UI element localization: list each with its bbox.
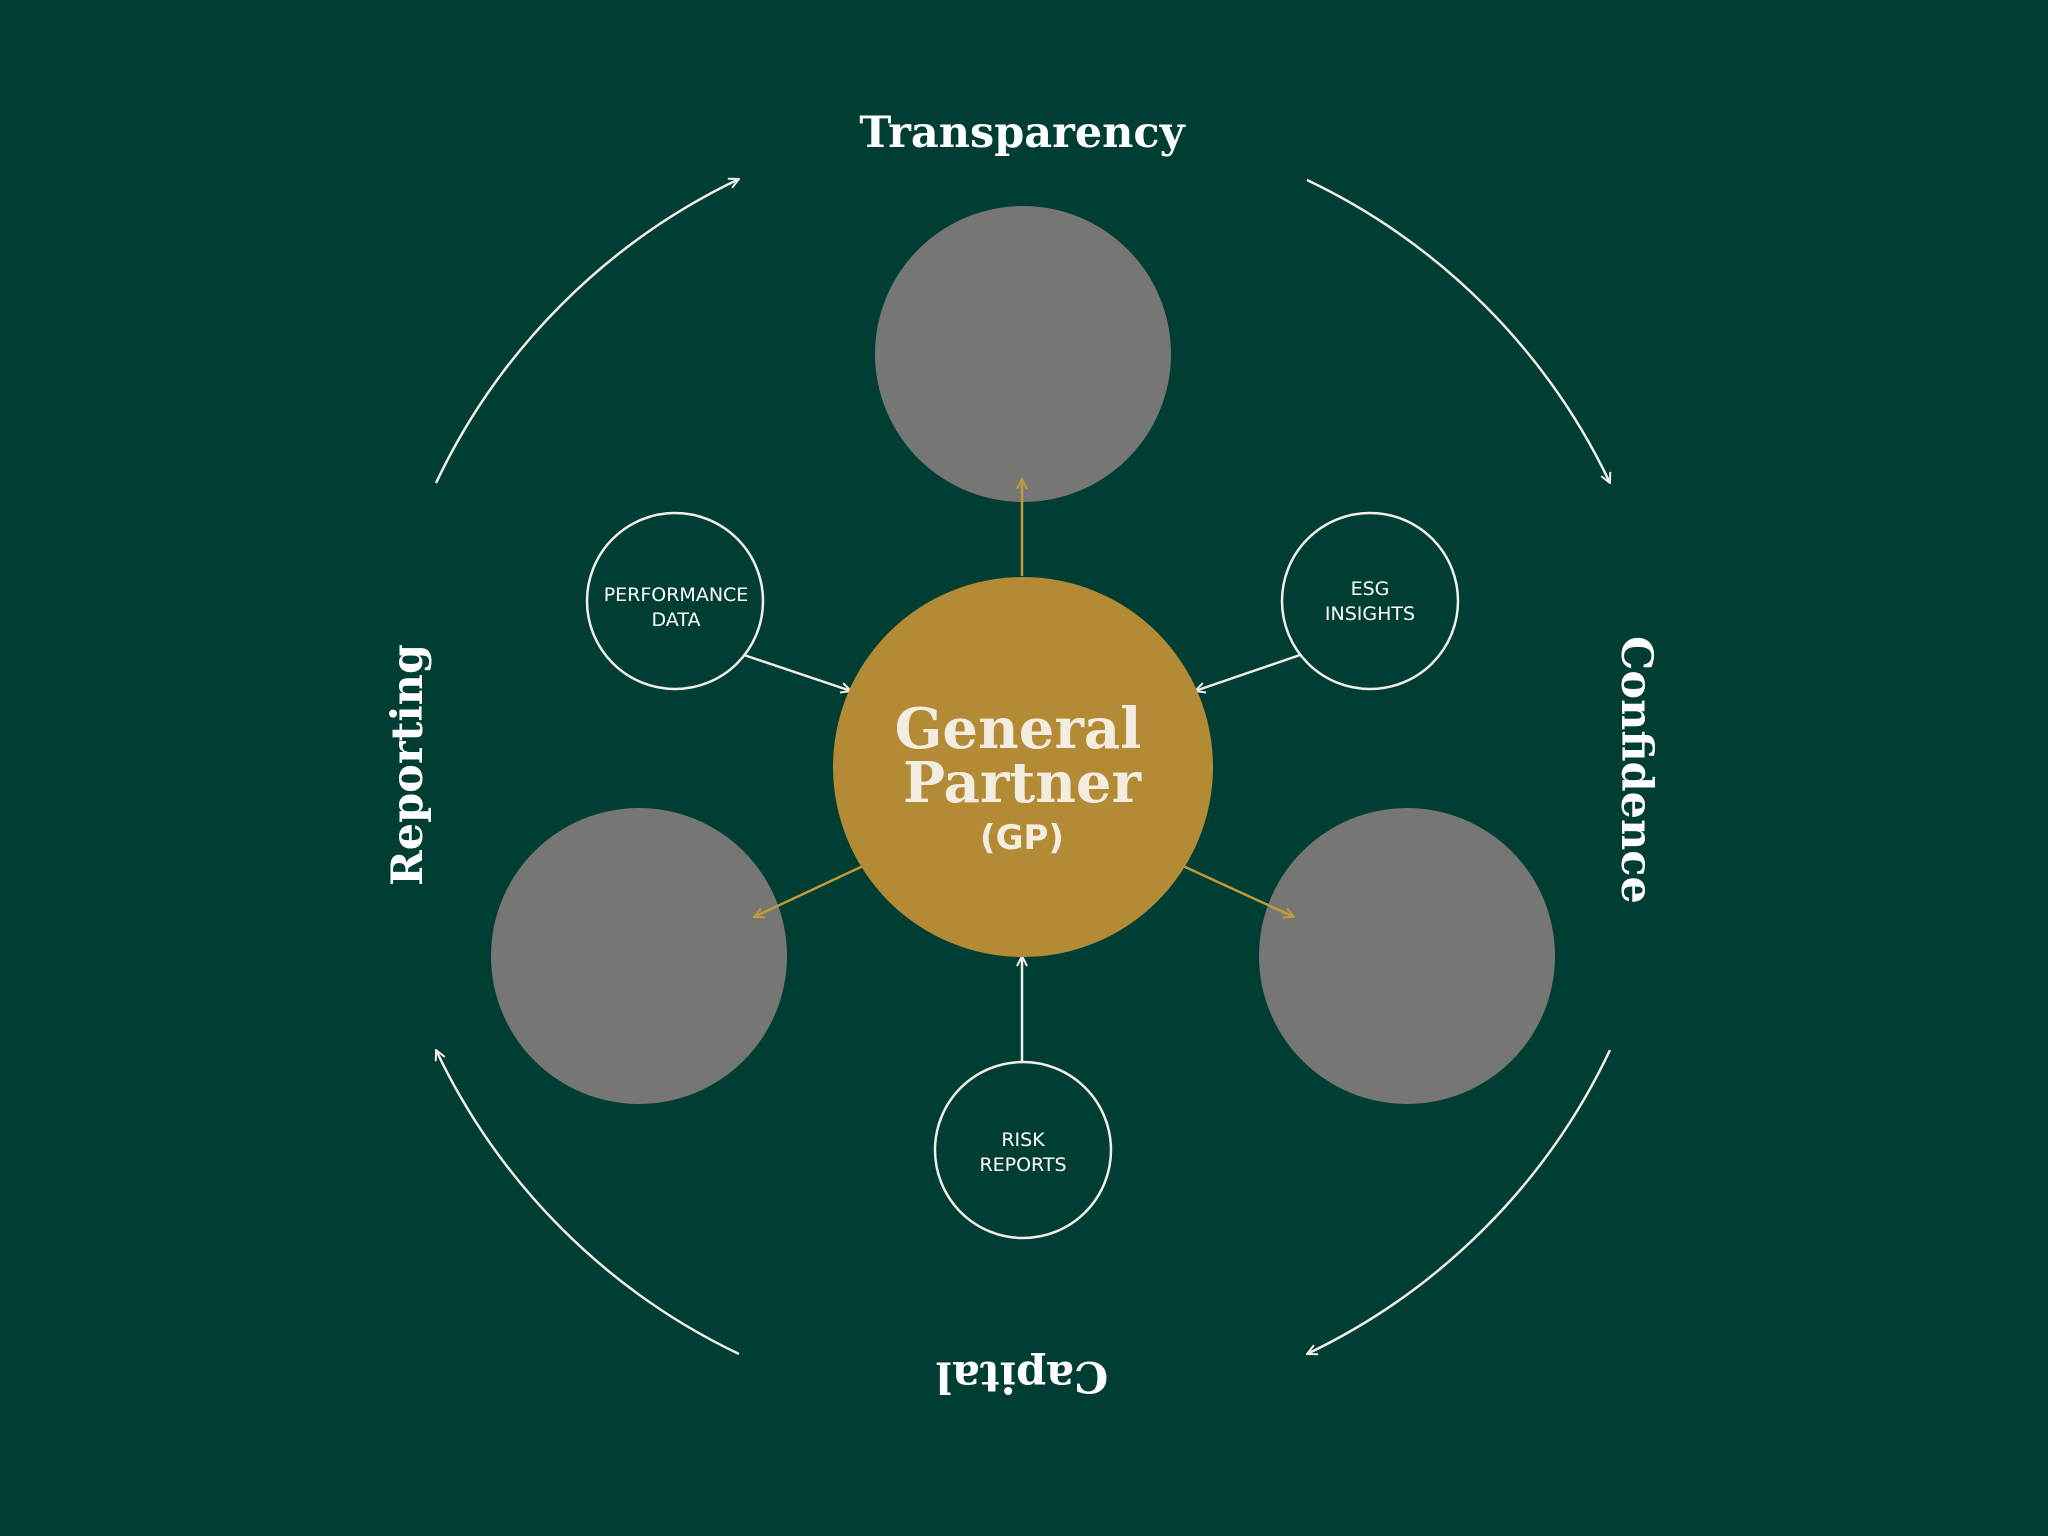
cycle-arc-top-left	[434, 179, 739, 484]
input-arrow-esg	[1195, 653, 1301, 691]
input-risk-line2: REPORTS	[979, 1154, 1066, 1176]
cycle-arc-bottom-left	[436, 1050, 740, 1356]
gp-title-line2: Partner	[903, 750, 1143, 816]
outcome-circle-right	[1259, 808, 1555, 1104]
outcome-circle-left	[491, 808, 787, 1104]
label-capital: Capital	[936, 1351, 1109, 1401]
label-reporting: Reporting	[383, 644, 433, 886]
cycle-arc-bottom-right	[1307, 1049, 1612, 1354]
input-performance-line1: PERFORMANCE	[604, 584, 749, 606]
input-circle-esg	[1280, 511, 1460, 691]
label-transparency: Transparency	[859, 108, 1186, 158]
input-performance-line2: DATA	[652, 609, 701, 631]
input-circle-risk	[933, 1060, 1113, 1240]
gp-arrow-left	[754, 864, 864, 917]
input-risk-line1: RISK	[1001, 1129, 1045, 1151]
gp-circle	[833, 577, 1213, 957]
outcome-circle-top	[875, 206, 1171, 502]
gp-title-line1: General	[895, 696, 1142, 762]
gp-title-abbrev: (GP)	[980, 818, 1064, 858]
input-circle-performance	[585, 511, 765, 691]
cycle-arc-top-right	[1306, 178, 1610, 483]
input-esg-line1: ESG	[1351, 578, 1390, 600]
input-esg-line2: INSIGHTS	[1325, 603, 1415, 625]
input-arrow-performance	[743, 653, 851, 691]
label-confidence: Confidence	[1611, 636, 1661, 904]
gp-arrow-right	[1182, 864, 1294, 917]
